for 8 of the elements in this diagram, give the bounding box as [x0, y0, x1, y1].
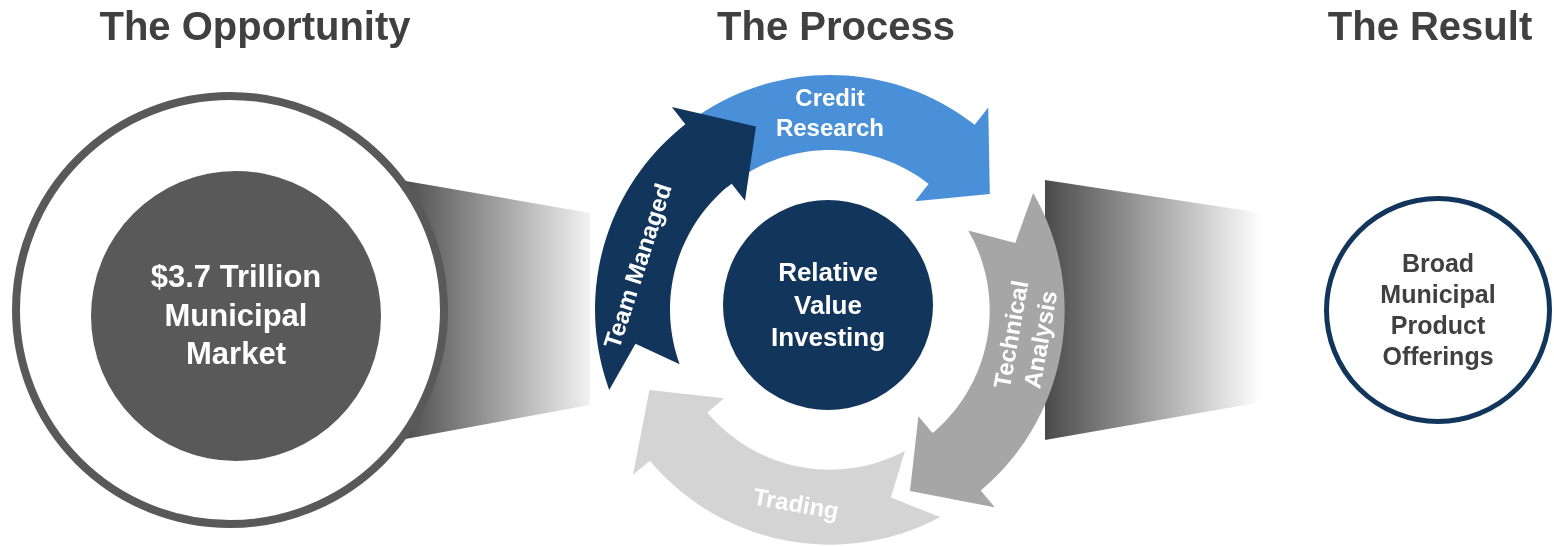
column-heading: The Opportunity	[99, 6, 411, 46]
band-label: Credit Research	[774, 82, 885, 143]
node-label: Broad Municipal Product Offerings	[1379, 247, 1497, 373]
band-label: Technical Analysis	[986, 277, 1063, 393]
column-heading: The Result	[1327, 6, 1533, 46]
node-label: $3.7 Trillion Municipal Market	[149, 257, 323, 374]
node-label: Relative Value Investing	[769, 256, 887, 354]
column-heading: The Process	[717, 6, 955, 46]
